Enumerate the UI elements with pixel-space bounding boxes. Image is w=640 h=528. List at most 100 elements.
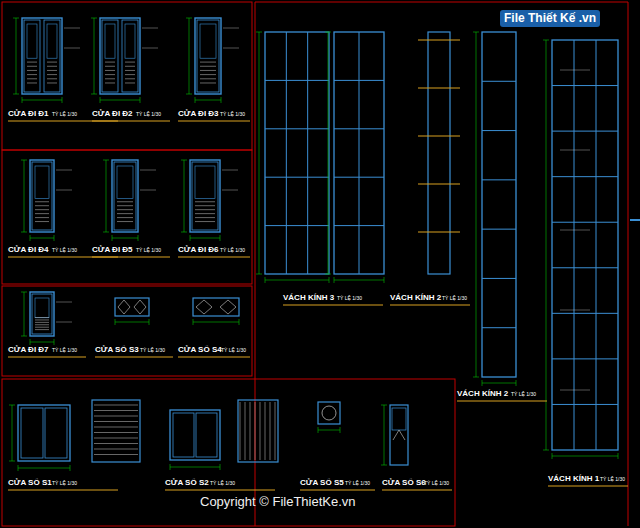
louver-slat (47, 74, 57, 75)
cad-line (334, 80, 384, 81)
scale-note: TỶ LỆ 1/30 (52, 348, 77, 354)
title-underline (457, 401, 547, 402)
louver-slat (35, 213, 49, 214)
scale-note: TỶ LỆ 1/30 (600, 477, 625, 483)
dimension-tick (221, 97, 222, 103)
drawing-title: VÁCH KÍNH 2 (390, 294, 441, 303)
dimension-tick (30, 339, 31, 345)
frame-rect (27, 24, 37, 58)
dimension-tick (21, 292, 27, 293)
louver-slat (275, 402, 276, 460)
dimension-line (24, 160, 25, 232)
dimension-line (189, 18, 190, 94)
frame-rect (200, 24, 216, 58)
louver-slat (35, 221, 49, 222)
frame-rect (334, 32, 384, 274)
dimension-line (318, 430, 340, 431)
dimension-tick (21, 336, 27, 337)
dimension-line (30, 342, 54, 343)
dimension-line (546, 40, 547, 450)
dimension-line (190, 238, 220, 239)
louver-slat (117, 201, 133, 202)
louver-slat (35, 319, 49, 320)
louver-slat (125, 66, 135, 67)
louver-slat (94, 427, 138, 428)
dimension-tick (30, 235, 31, 241)
frame-rect (2, 286, 252, 376)
cad-line (286, 32, 287, 274)
louver-slat (105, 62, 115, 63)
dimension-tick (13, 94, 19, 95)
window-ornament (118, 300, 146, 314)
dimension-tick (186, 18, 192, 19)
drawing-title: VÁCH KÍNH 3 (283, 294, 334, 303)
dimension-tick (100, 97, 101, 103)
mullion-mark (418, 183, 460, 184)
louver-slat (200, 66, 216, 67)
cad-line (265, 128, 329, 129)
louver-slat (125, 82, 135, 83)
frame-rect (552, 40, 618, 450)
louver-slat (265, 402, 266, 460)
leader-line (140, 170, 156, 171)
louver-slat (200, 78, 216, 79)
dimension-line (94, 18, 95, 94)
louver-slat (47, 66, 57, 67)
panel-border (255, 2, 256, 526)
frame-rect (428, 32, 450, 274)
scale-note: TỶ LỆ 1/30 (136, 248, 161, 254)
drawing-title: CỬA ĐI Đ2 (92, 110, 133, 119)
dimension-tick (195, 97, 196, 103)
dimension-tick (256, 32, 262, 33)
leader-line (560, 230, 590, 231)
frame-rect (193, 298, 239, 316)
scale-note: TỶ LỆ 1/30 (52, 248, 77, 254)
frame-rect (122, 20, 138, 92)
louver-slat (94, 449, 138, 450)
louver-slat (250, 402, 251, 460)
louver-slat (270, 402, 271, 460)
cad-line (307, 32, 308, 274)
dimension-tick (138, 235, 139, 241)
frame-rect (197, 20, 219, 92)
louver-slat (245, 402, 246, 460)
scale-note: TỶ LỆ 1/30 (220, 112, 245, 118)
louver-slat (105, 70, 115, 71)
dimension-tick (18, 465, 19, 471)
frame-rect (44, 20, 60, 92)
dimension-tick (220, 235, 221, 241)
dimension-line (16, 18, 17, 94)
title-underline (382, 490, 452, 491)
louver-slat (195, 213, 215, 214)
leader-line (223, 28, 239, 29)
cad-line (552, 404, 618, 405)
dimension-line (112, 238, 138, 239)
drawing-title: CỬA SỔ S4 (178, 346, 222, 355)
cad-line (482, 81, 516, 82)
scale-note: TỶ LỆ 1/30 (136, 112, 161, 118)
louver-slat (105, 82, 115, 83)
frame-rect (45, 408, 67, 458)
sheet-mark (630, 219, 640, 221)
title-underline (548, 486, 628, 487)
leader-line (56, 322, 72, 323)
dimension-line (184, 160, 185, 232)
louver-slat (117, 221, 133, 222)
dimension-line (115, 322, 149, 323)
drawing-title: CỬA SỔ S2 (165, 479, 209, 488)
leader-line (142, 48, 158, 49)
leader-line (560, 390, 590, 391)
frame-rect (318, 402, 340, 424)
scale-note: TỶ LỆ 1/30 (220, 248, 245, 254)
louver-slat (125, 74, 135, 75)
title-underline (92, 121, 170, 122)
scale-note: TỶ LỆ 1/30 (511, 392, 536, 398)
dimension-tick (325, 274, 331, 275)
mullion-mark (418, 231, 460, 232)
frame-rect (238, 400, 278, 462)
louver-slat (94, 454, 138, 455)
louver-slat (117, 217, 133, 218)
frame-rect (192, 162, 218, 230)
dimension-line (265, 280, 329, 281)
louver-slat (105, 74, 115, 75)
